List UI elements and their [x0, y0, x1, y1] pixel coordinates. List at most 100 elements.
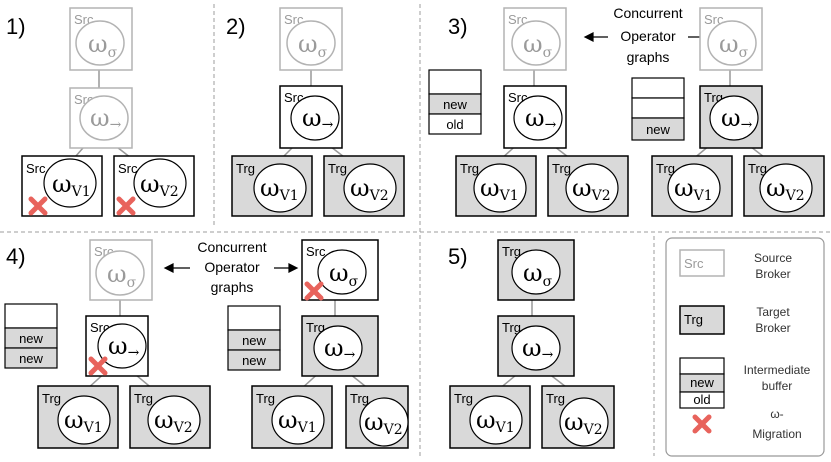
- operator-v1: ωV1: [260, 174, 299, 204]
- intermediate-buffer: new new: [227, 305, 281, 371]
- legend-target: Trg Target Broker: [679, 305, 791, 335]
- operator-forward: ω→: [302, 104, 334, 133]
- broker-trg: Trg ω→: [301, 315, 379, 377]
- operator-v2: ωV2: [350, 174, 389, 204]
- svg-text:Broker: Broker: [755, 267, 790, 281]
- svg-text:graphs: graphs: [211, 279, 254, 295]
- svg-text:Operator: Operator: [204, 259, 260, 275]
- svg-text:Trg: Trg: [236, 161, 255, 176]
- operator-forward: ω→: [324, 334, 356, 363]
- svg-text:Src: Src: [684, 256, 704, 271]
- svg-text:old: old: [693, 392, 710, 407]
- svg-text:Trg: Trg: [306, 320, 325, 335]
- svg-text:Migration: Migration: [752, 427, 801, 441]
- panel-label-2: 2): [226, 14, 246, 39]
- broker-src: Src ωσ: [301, 239, 379, 301]
- broker-trg: Trg ωV1: [449, 385, 531, 449]
- broker-src: Src ωσ: [279, 7, 343, 71]
- broker-trg: Trg ωV1: [651, 155, 733, 217]
- operator-v2: ωV2: [140, 170, 179, 200]
- broker-trg: Trg ω→: [497, 315, 575, 377]
- intermediate-buffer: new old: [428, 69, 482, 135]
- broker-trg: Trg ωσ: [497, 239, 575, 301]
- operator-forward: ω→: [525, 104, 557, 133]
- operator-v1: ωV1: [476, 406, 515, 436]
- operator-forward: ω→: [522, 334, 554, 363]
- broker-trg: Trg ωV1: [455, 155, 537, 217]
- svg-text:Trg: Trg: [454, 391, 473, 406]
- broker-src: Src ωσ: [89, 239, 153, 301]
- svg-text:Trg: Trg: [748, 161, 767, 176]
- svg-text:Target: Target: [756, 305, 790, 319]
- svg-text:Trg: Trg: [460, 161, 479, 176]
- svg-text:Trg: Trg: [546, 391, 565, 406]
- broker-src: Src ωV2: [113, 155, 195, 217]
- operator-v2: ωV2: [766, 174, 805, 204]
- buffer-new: new: [19, 351, 43, 366]
- legend-source: Src Source Broker: [679, 249, 792, 281]
- intermediate-buffer: new: [631, 77, 685, 141]
- broker-trg: Trg ωV2: [547, 155, 629, 217]
- operator-sigma: ωσ: [719, 30, 749, 61]
- panel-label-5: 5): [448, 244, 468, 269]
- operator-v2: ωV2: [154, 406, 193, 436]
- svg-text:Concurrent: Concurrent: [613, 5, 682, 21]
- svg-text:Source: Source: [754, 251, 792, 265]
- broker-src: Src ω→: [503, 85, 567, 149]
- panel-label-4: 4): [6, 244, 26, 269]
- panel-4: Src ωσ Src ω→ Trg ωV1 Trg ωV2: [4, 239, 409, 449]
- operator-v1: ωV1: [52, 170, 91, 200]
- broker-src: Src ω→: [69, 87, 133, 149]
- svg-text:Src: Src: [704, 12, 724, 27]
- svg-text:Trg: Trg: [656, 161, 675, 176]
- broker-trg: Trg ωV2: [323, 155, 405, 217]
- panel-dividers: [0, 4, 831, 456]
- svg-text:Trg: Trg: [684, 312, 703, 327]
- svg-text:new: new: [690, 375, 714, 390]
- operator-v2: ωV2: [572, 174, 611, 204]
- svg-text:Trg: Trg: [134, 391, 153, 406]
- operator-v1: ωV1: [278, 406, 317, 436]
- operator-sigma: ωσ: [329, 259, 359, 290]
- operator-sigma: ωσ: [107, 260, 137, 291]
- operator-v1: ωV1: [480, 174, 519, 204]
- buffer-new: new: [443, 97, 467, 112]
- legend-migration: ω- Migration: [695, 407, 802, 441]
- panel-label-1: 1): [6, 14, 26, 39]
- buffer-new: new: [242, 333, 266, 348]
- svg-text:graphs: graphs: [627, 49, 670, 65]
- svg-text:Trg: Trg: [328, 161, 347, 176]
- intermediate-buffer: new new: [4, 303, 58, 369]
- concurrent-note: Concurrent Operator graphs: [583, 5, 713, 65]
- operator-v2: ωV2: [564, 408, 603, 438]
- panel-label-3: 3): [448, 14, 468, 39]
- broker-trg: Trg ωV1: [37, 385, 119, 449]
- legend: Src Source Broker Trg Target Broker new …: [665, 237, 825, 457]
- broker-trg: Trg ωV2: [743, 155, 825, 217]
- svg-text:Trg: Trg: [256, 391, 275, 406]
- svg-text:Src: Src: [118, 161, 138, 176]
- svg-text:Src: Src: [508, 12, 528, 27]
- svg-text:Trg: Trg: [552, 161, 571, 176]
- svg-text:buffer: buffer: [762, 379, 792, 393]
- broker-src: Src ωσ: [69, 7, 133, 71]
- operator-sigma: ωσ: [88, 30, 118, 61]
- broker-src: Src ω→: [279, 85, 343, 149]
- svg-text:Intermediate: Intermediate: [744, 363, 811, 377]
- operator-forward: ω→: [90, 104, 122, 133]
- broker-src: Src ω→: [85, 315, 149, 377]
- operator-sigma: ωσ: [523, 259, 553, 290]
- operator-sigma: ωσ: [523, 30, 553, 61]
- broker-trg: Trg ω→: [699, 85, 763, 149]
- broker-trg: Trg ωV1: [251, 385, 333, 449]
- svg-text:Trg: Trg: [502, 244, 521, 259]
- operator-v1: ωV1: [64, 406, 103, 436]
- double-arrow: [163, 263, 299, 273]
- buffer-new: new: [19, 331, 43, 346]
- broker-trg: Trg ωV2: [129, 385, 211, 449]
- panel-3: Src ωσ Src ω→ Trg ωV1 Trg ωV2 new: [428, 5, 825, 217]
- svg-text:Trg: Trg: [350, 391, 369, 406]
- broker-src: Src ωV1: [21, 155, 103, 217]
- operator-forward: ω→: [108, 332, 140, 361]
